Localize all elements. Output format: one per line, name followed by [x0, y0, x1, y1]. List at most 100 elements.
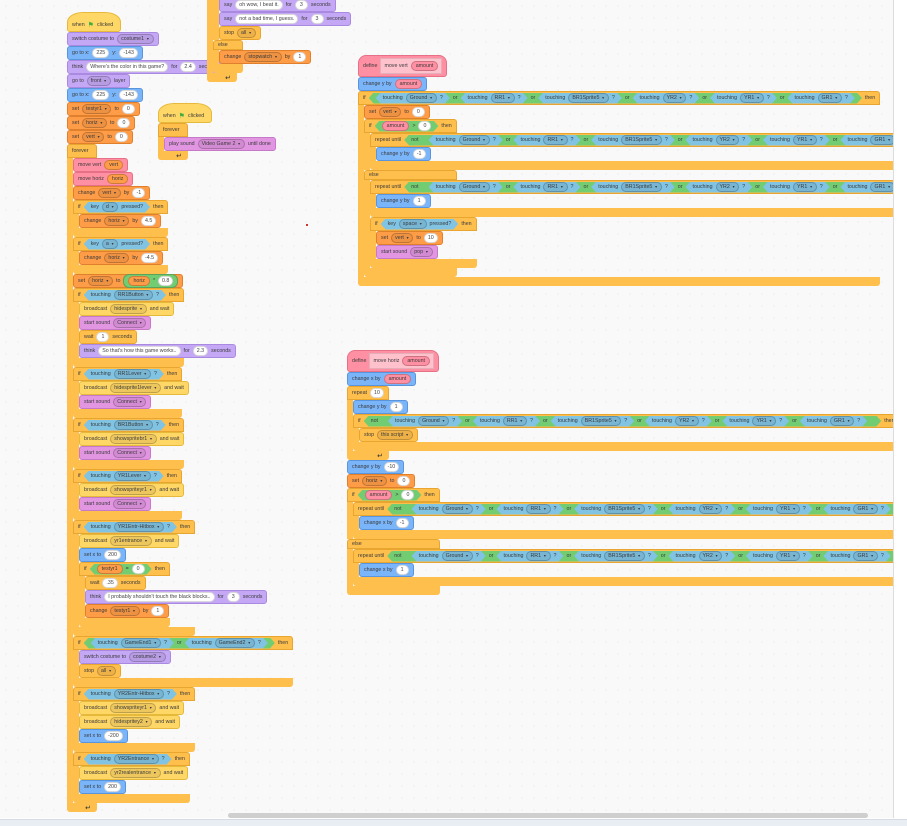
block-control[interactable]: forever [67, 144, 97, 158]
dropdown[interactable]: GR1▼ [853, 551, 877, 561]
dropdown[interactable]: YR2Entrance▼ [114, 754, 159, 764]
dropdown[interactable]: YR2▼ [699, 504, 723, 514]
dropdown[interactable]: costume2▼ [129, 652, 166, 662]
dropdown[interactable]: YR2Entr-Hitbox▼ [114, 689, 164, 699]
dropdown[interactable]: GR1▼ [870, 135, 894, 145]
reporter-variables[interactable]: horiz [128, 276, 150, 286]
reporter-custom[interactable]: amount [402, 356, 431, 366]
dropdown[interactable]: GR1▼ [853, 504, 877, 514]
block-motion[interactable]: change x by-1 [359, 516, 414, 530]
dropdown[interactable]: horiz▼ [362, 476, 388, 486]
input-field[interactable]: 10 [423, 233, 438, 243]
input-field[interactable]: -143 [119, 90, 138, 100]
input-field[interactable]: -1 [395, 518, 409, 528]
dropdown[interactable]: horiz▼ [104, 253, 130, 263]
reporter-custom[interactable]: amount [382, 121, 410, 131]
input-field[interactable]: 0 [411, 107, 425, 117]
input-field[interactable]: -10 [383, 462, 400, 472]
dropdown[interactable]: pop▼ [410, 247, 433, 257]
input-field[interactable]: 2.3 [192, 346, 209, 356]
input-field[interactable]: 1 [395, 565, 409, 575]
dropdown[interactable]: space▼ [399, 219, 427, 229]
dropdown[interactable]: BR1Sprite5▼ [581, 416, 622, 426]
input-field[interactable]: I probably shouldn't touch the black blo… [104, 592, 215, 602]
input-field[interactable]: -143 [119, 48, 138, 58]
dropdown[interactable]: YR1▼ [793, 182, 817, 192]
reporter-variables[interactable]: testyr1 [97, 564, 123, 574]
dropdown[interactable]: horiz▼ [82, 118, 108, 128]
dropdown[interactable]: YR1▼ [740, 93, 764, 103]
input-field[interactable]: oh wow, I beat it. [235, 0, 283, 10]
reporter-operators[interactable]: horiz*0.8 [123, 274, 179, 288]
input-field[interactable]: 0 [132, 564, 145, 574]
dropdown[interactable]: yr1entrance▼ [110, 536, 152, 546]
input-field[interactable]: 1 [293, 52, 307, 62]
input-field[interactable]: -4.5 [140, 253, 159, 263]
block-events[interactable]: when⚑clicked [67, 12, 121, 32]
dropdown[interactable]: GameEnd2▼ [215, 638, 255, 648]
dropdown[interactable]: vert▼ [391, 233, 414, 243]
dropdown[interactable]: BR1Sprite5▼ [621, 135, 662, 145]
input-field[interactable]: 3 [226, 592, 240, 602]
dropdown[interactable]: vert▼ [98, 188, 121, 198]
input-field[interactable]: 0 [401, 490, 414, 500]
dropdown[interactable]: YR2▼ [716, 135, 740, 145]
